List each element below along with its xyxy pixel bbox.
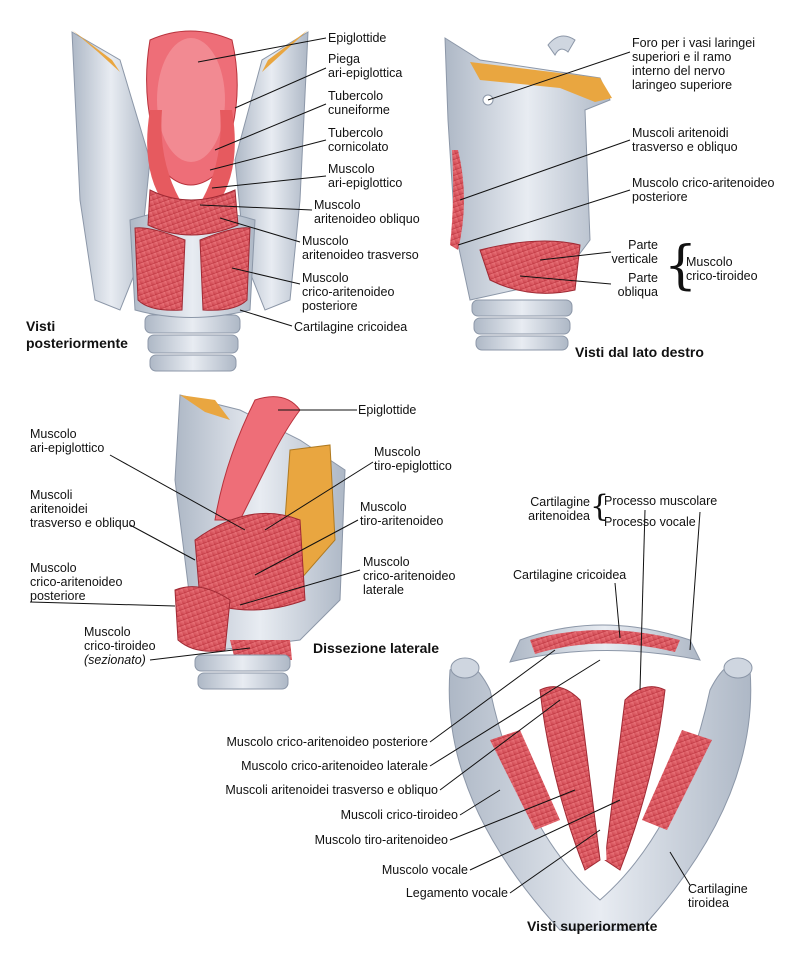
label-muscoli-aritenoidi-right: Muscoli aritenoidi trasverso e obliquo xyxy=(632,126,738,154)
superior-view-title: Visti superiormente xyxy=(527,918,658,934)
label-tubercolo-cuneiforme: Tubercolo cuneiforme xyxy=(328,89,390,117)
label-muscolo-tiro-aritenoideo-lateral: Muscolo tiro-aritenoideo xyxy=(360,500,444,528)
label-muscolo-crico-aritenoideo-post-superior: Muscolo crico-aritenoideo posteriore xyxy=(226,735,428,749)
label-cartilagine-aritenoidea: Cartilagine aritenoidea xyxy=(528,495,590,523)
label-epiglottide-posterior: Epiglottide xyxy=(328,31,387,45)
label-muscolo-crico-tiroideo-right: Muscolo crico-tiroideo xyxy=(686,255,758,283)
label-muscoli-aritenoidei-lateral: Muscoli aritenoidei trasverso e obliquo xyxy=(30,488,136,530)
label-foro-vasi-laringei: Foro per i vasi laringei superiori e il … xyxy=(632,36,755,92)
brace-cartilagine-aritenoidea: { xyxy=(590,489,610,524)
label-muscolo-crico-aritenoideo-laterale: Muscolo crico-aritenoideo laterale xyxy=(363,555,456,597)
posterior-view-drawing xyxy=(71,30,309,372)
right-view-title: Visti dal lato destro xyxy=(575,344,704,360)
label-cartilagine-cricoidea-posterior: Cartilagine cricoidea xyxy=(294,320,408,334)
label-legamento-vocale: Legamento vocale xyxy=(405,886,508,900)
leader-lines xyxy=(29,37,701,894)
label-muscoli-aritenoidei-superior: Muscoli aritenoidei trasverso e obliquo xyxy=(225,783,438,797)
label-parte-obliqua: Parte obliqua xyxy=(617,271,658,299)
label-piega-ari-epiglottica: Piega ari-epiglottica xyxy=(328,52,403,80)
label-muscoli-crico-tiroideo-superior: Muscoli crico-tiroideo xyxy=(340,808,458,822)
label-muscolo-tiro-aritenoideo-superior: Muscolo tiro-aritenoideo xyxy=(314,833,448,847)
label-cartilagine-cricoidea-superior: Cartilagine cricoidea xyxy=(513,568,627,582)
label-muscolo-ari-epiglottico-posterior: Muscolo ari-epiglottico xyxy=(328,162,403,190)
label-muscolo-aritenoideo-obliquo: Muscolo aritenoideo obliquo xyxy=(314,198,420,226)
label-processo-muscolare: Processo muscolare xyxy=(604,494,718,508)
superior-view-drawing xyxy=(448,624,753,931)
label-muscolo-crico-aritenoideo-lat-superior: Muscolo crico-aritenoideo laterale xyxy=(241,759,428,773)
label-epiglottide-lateral: Epiglottide xyxy=(358,403,417,417)
label-processo-vocale: Processo vocale xyxy=(604,515,696,529)
label-cartilagine-tiroidea: Cartilagine tiroidea xyxy=(688,882,748,910)
label-muscolo-crico-aritenoideo-post-lateral: Muscolo crico-aritenoideo posteriore xyxy=(30,561,123,603)
label-muscolo-ari-epiglottico-lateral: Muscolo ari-epiglottico xyxy=(30,427,105,455)
label-parte-verticale: Parte verticale xyxy=(611,238,658,266)
label-muscolo-crico-tiroideo-lateral: Muscolo crico-tiroideo xyxy=(84,625,156,653)
label-muscolo-vocale: Muscolo vocale xyxy=(381,863,468,877)
label-muscolo-crico-aritenoideo-posteriore: Muscolo crico-aritenoideo posteriore xyxy=(302,271,395,313)
lateral-dissection-drawing xyxy=(174,394,346,690)
label-tubercolo-cornicolato: Tubercolo cornicolato xyxy=(328,126,389,154)
right-view-drawing xyxy=(444,35,612,351)
label-muscolo-tiro-epiglottico: Muscolo tiro-epiglottico xyxy=(374,445,452,473)
label-muscolo-crico-aritenoideo-right: Muscolo crico-aritenoideo posteriore xyxy=(632,176,775,204)
label-sezionato: (sezionato) xyxy=(84,653,146,667)
label-muscolo-aritenoideo-trasverso: Muscolo aritenoideo trasverso xyxy=(302,234,419,262)
posterior-view-title: Visti posteriormente xyxy=(26,318,128,351)
brace-crico-tiroideo: { xyxy=(664,236,698,296)
lateral-dissection-title: Dissezione laterale xyxy=(313,640,440,656)
